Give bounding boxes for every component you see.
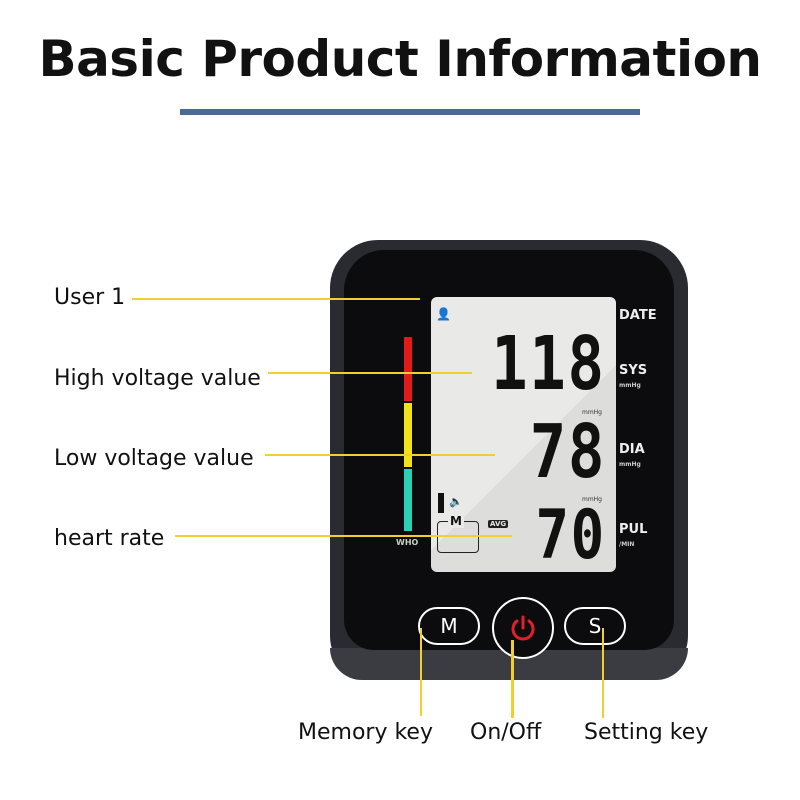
- speaker-icon: 🔈: [449, 495, 463, 508]
- callout-memory-key: Memory key: [298, 720, 433, 745]
- callout-low-voltage: Low voltage value: [54, 446, 254, 471]
- page-title: Basic Product Information: [38, 30, 762, 88]
- memory-button[interactable]: M: [418, 607, 480, 645]
- callout-on-off: On/Off: [470, 720, 542, 745]
- memory-indicator: M: [448, 514, 464, 528]
- diastolic-value: 78: [529, 409, 606, 495]
- leader-heart-rate: [175, 535, 512, 537]
- diastolic-unit: mmHg: [581, 496, 602, 503]
- battery-icon: [438, 493, 444, 513]
- callout-heart-rate: heart rate: [54, 526, 165, 551]
- lcd-screen: 👤 118 mmHg 78 mmHg 🔈 M AVG 70: [431, 297, 616, 572]
- leader-user-1: [132, 298, 420, 300]
- who-label: WHO: [396, 538, 419, 547]
- date-label: DATE: [619, 308, 657, 323]
- title-underline: [180, 109, 640, 115]
- setting-button[interactable]: S: [564, 607, 626, 645]
- who-indicator-yellow: [404, 403, 412, 467]
- pulse-value: 70: [535, 496, 606, 572]
- avg-badge: AVG: [488, 520, 509, 528]
- callout-setting-key: Setting key: [584, 720, 709, 745]
- power-button[interactable]: [492, 597, 554, 659]
- callout-user-1: User 1: [54, 285, 126, 310]
- who-indicator-red: [404, 337, 412, 401]
- systolic-value: 118: [491, 321, 606, 407]
- leader-low-voltage: [265, 454, 495, 456]
- who-indicator-teal: [404, 469, 412, 531]
- leader-memory-key: [420, 628, 422, 716]
- leader-setting-key: [602, 628, 604, 718]
- blood-pressure-monitor: WHO 👤 118 mmHg 78 mmHg 🔈 M AVG 70 DATE S…: [330, 240, 690, 680]
- leader-high-voltage: [268, 372, 472, 374]
- user-1-icon: 👤: [436, 307, 451, 321]
- power-icon: [511, 615, 535, 641]
- callout-high-voltage: High voltage value: [54, 366, 261, 391]
- pul-label: PUL/MIN: [619, 522, 648, 548]
- leader-on-off: [511, 640, 514, 718]
- device-face: WHO 👤 118 mmHg 78 mmHg 🔈 M AVG 70 DATE S…: [344, 250, 674, 659]
- systolic-unit: mmHg: [581, 409, 602, 416]
